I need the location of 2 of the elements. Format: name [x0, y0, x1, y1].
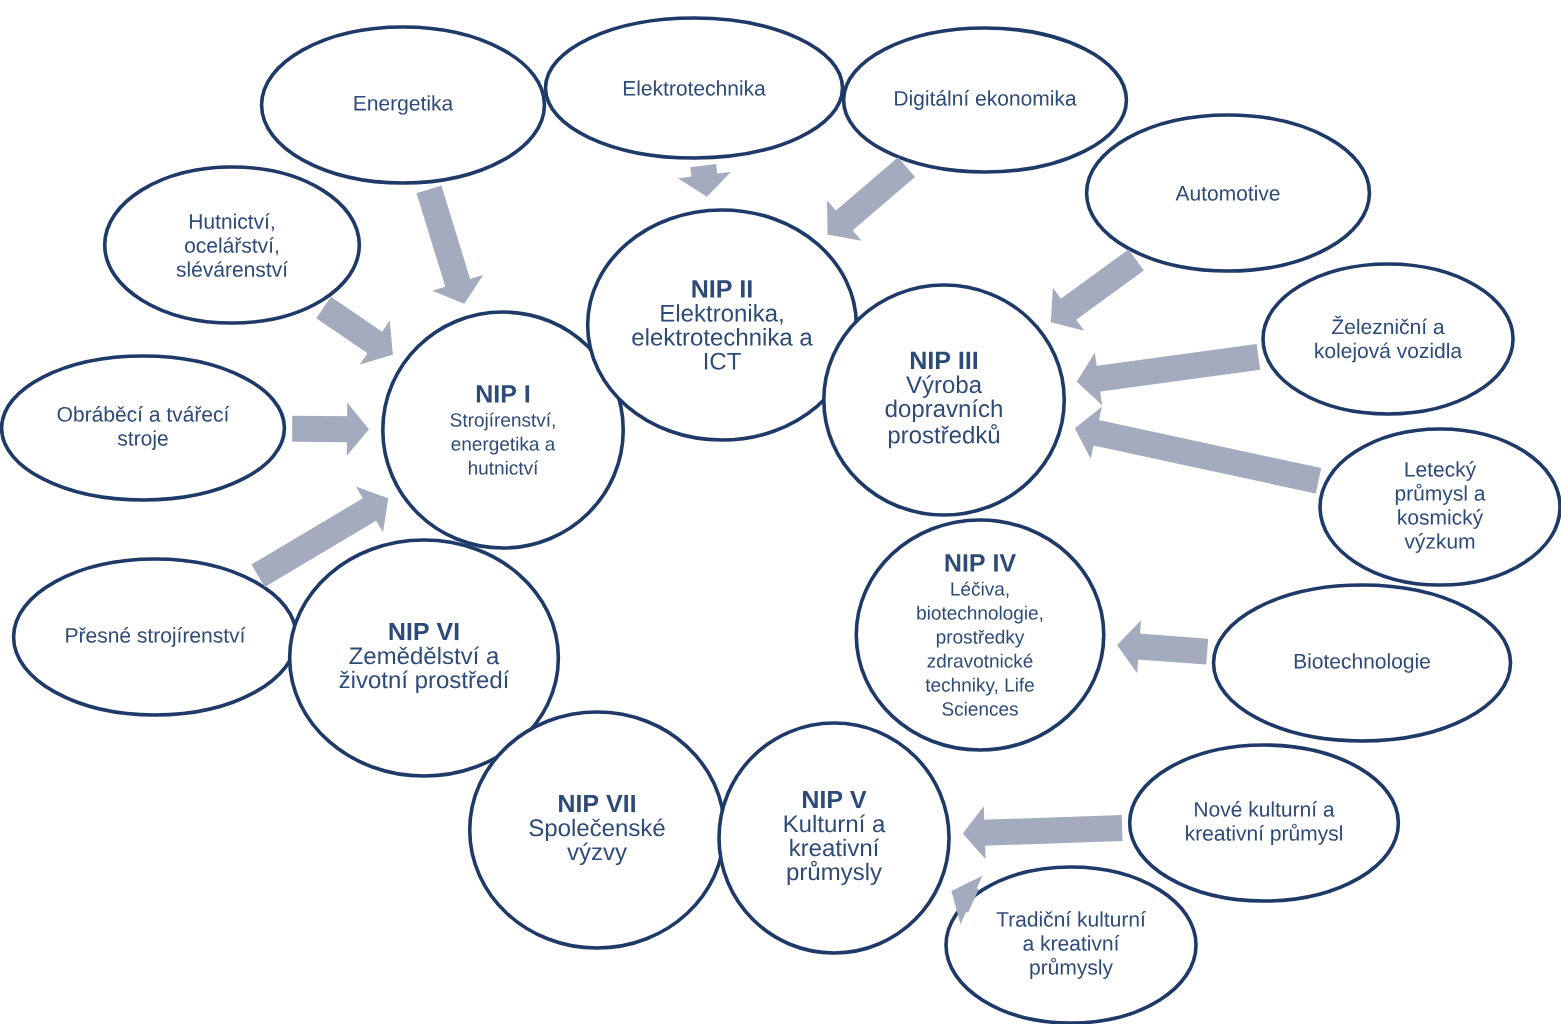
block-arrow	[1050, 249, 1144, 331]
block-arrow	[416, 185, 484, 304]
